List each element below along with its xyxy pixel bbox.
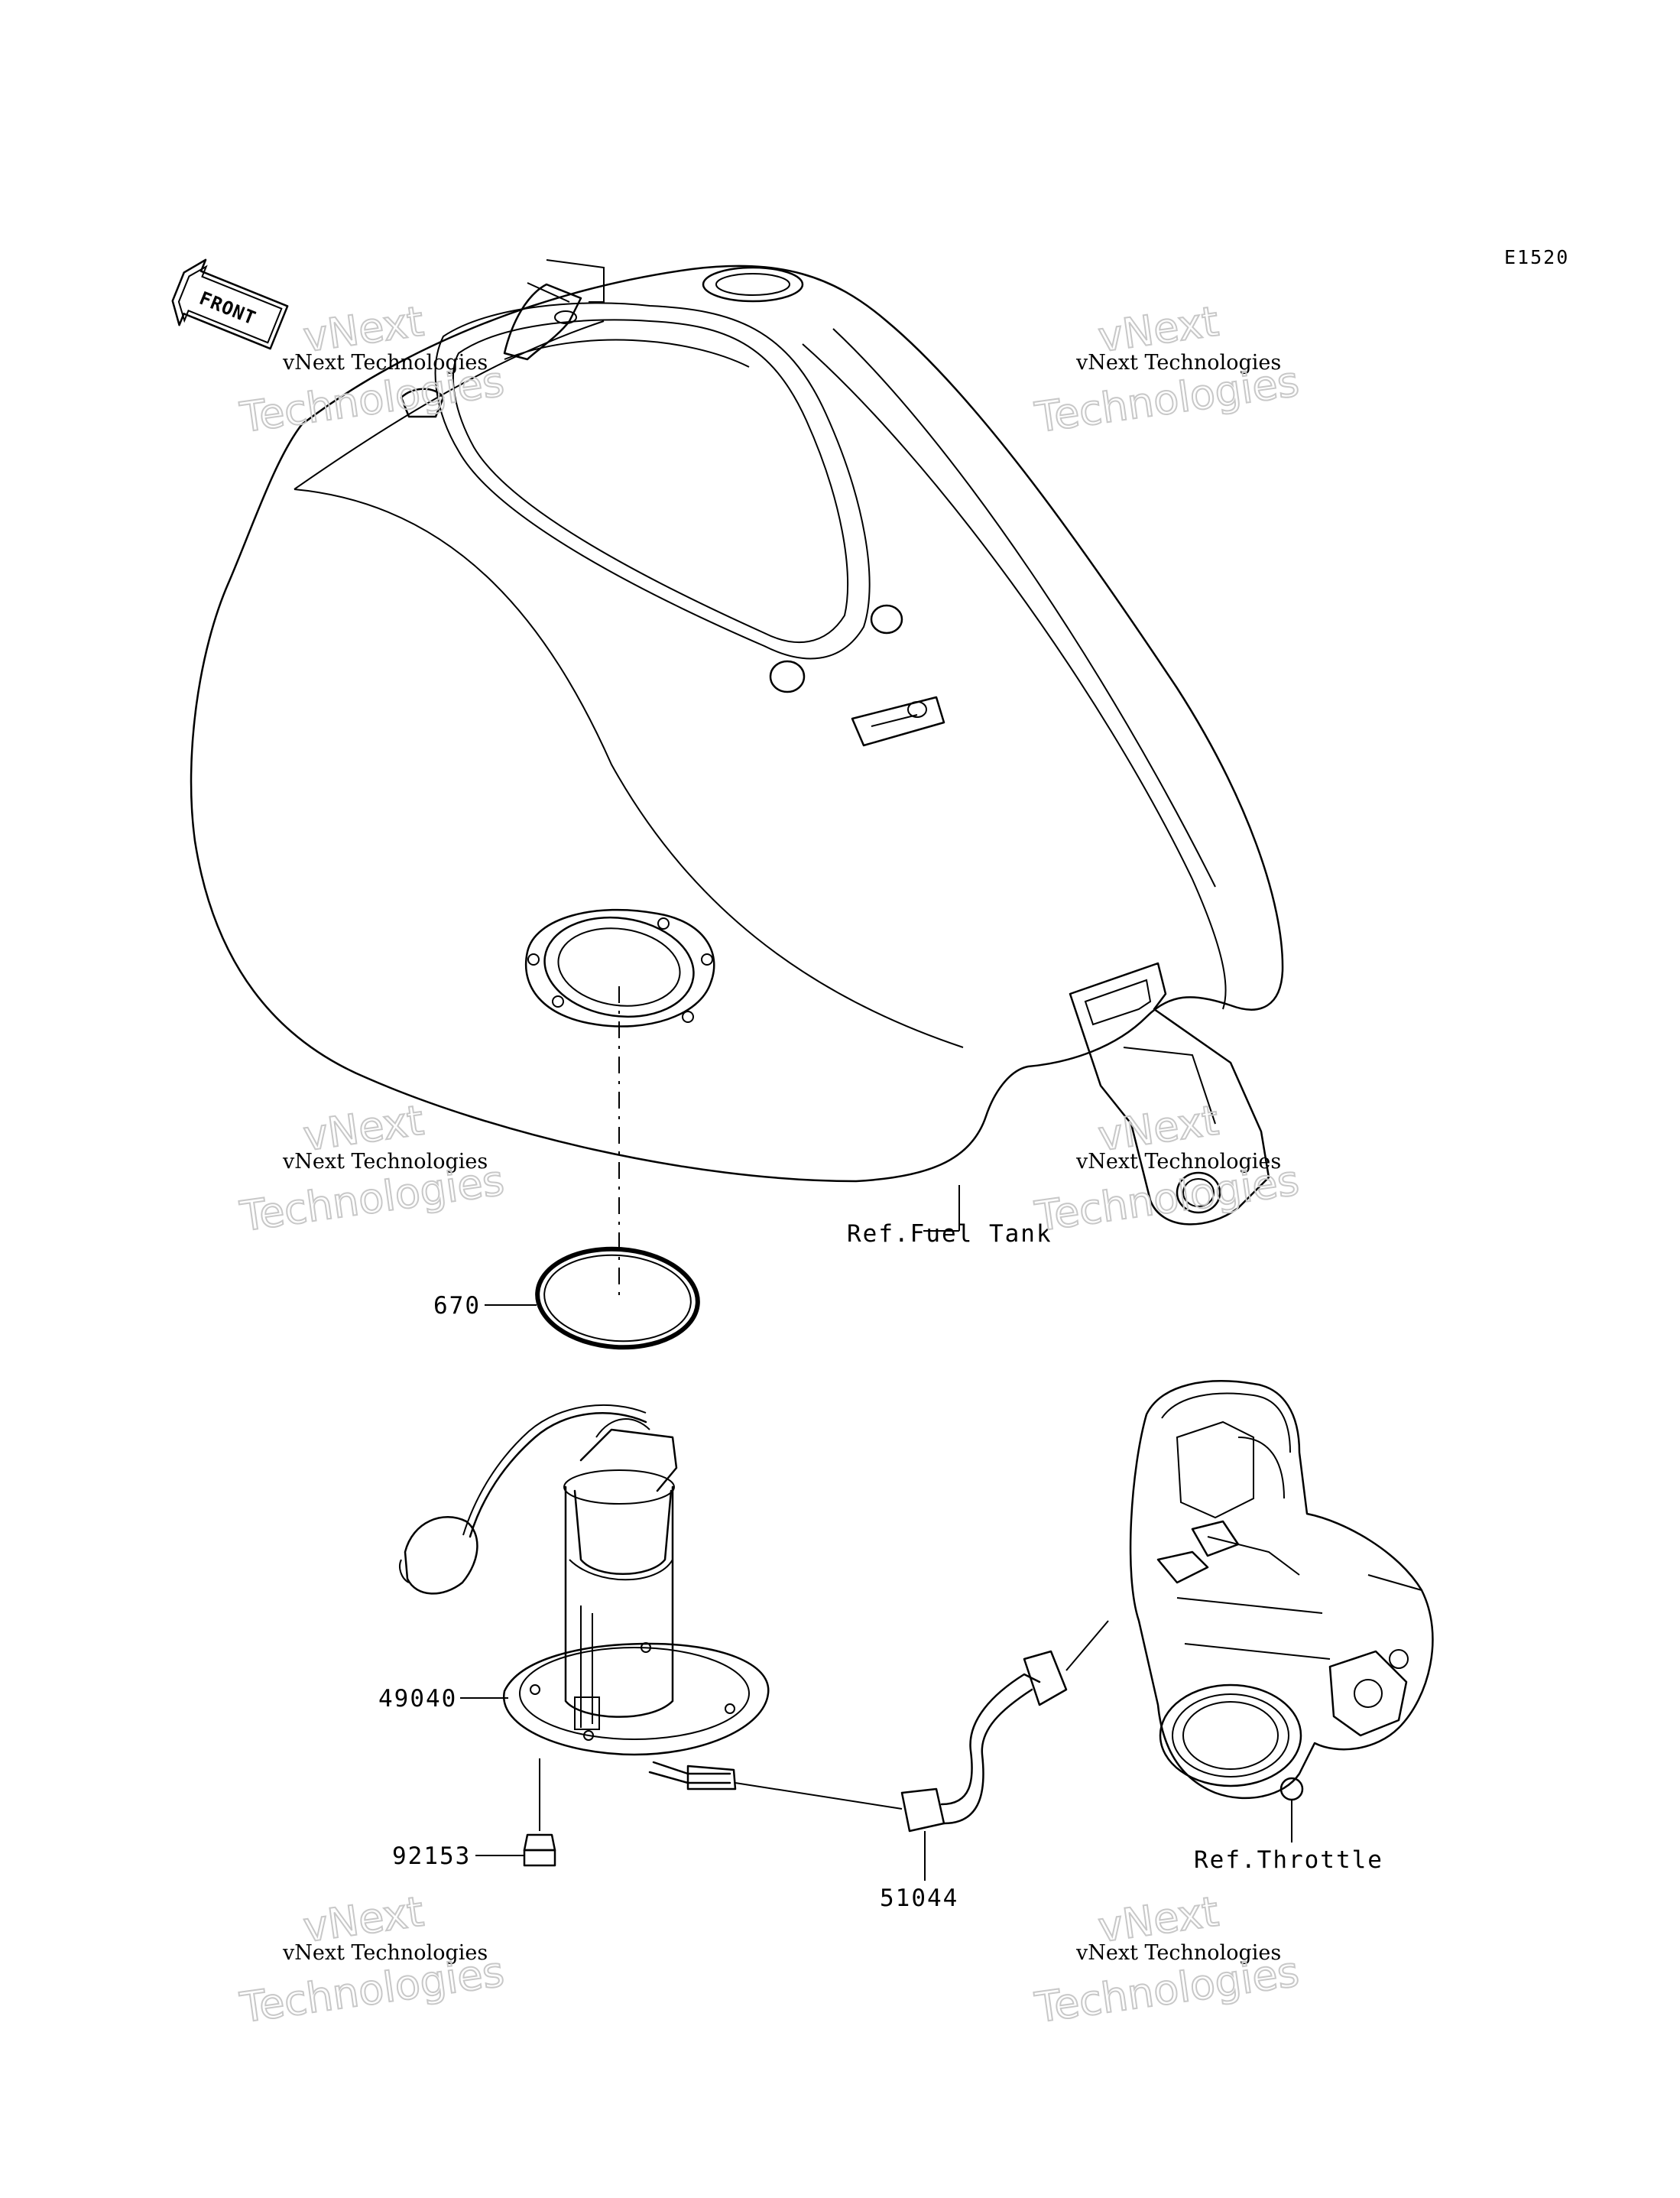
watermark-3: vNext Technologies vNext Technologies [236,1096,508,1242]
callout-670: 670 [433,1292,481,1320]
watermark-5: vNext Technologies vNext Technologies [236,1887,508,2033]
svg-text:vNext Technologies: vNext Technologies [1075,351,1281,375]
callout-49040: 49040 [378,1685,457,1713]
callout-ref-throttle: Ref.Throttle [1194,1846,1383,1874]
svg-text:vNext Technologies: vNext Technologies [282,1150,488,1174]
watermark-6: vNext Technologies vNext Technologies [1031,1887,1302,2033]
svg-text:vNext Technologies: vNext Technologies [1075,1150,1281,1174]
fuel-hose-51044 [735,1620,1109,1881]
fuel-tank-drawing [190,259,1284,1300]
callout-ref-fuel-tank: Ref.Fuel Tank [847,1220,1052,1248]
fuel-pump-drawing [399,1404,770,1791]
callout-92153: 92153 [392,1842,471,1870]
svg-text:vNext Technologies: vNext Technologies [282,1941,488,1965]
svg-text:vNext Technologies: vNext Technologies [282,351,488,375]
o-ring-670 [535,1246,700,1350]
front-arrow-icon: FRONT [171,258,289,350]
watermark-4: vNext Technologies vNext Technologies [1031,1096,1302,1242]
watermark-2: vNext Technologies vNext Technologies [1031,297,1302,443]
diagram-code: E1520 [1504,246,1569,268]
bolt-92153 [523,1758,556,1867]
callout-51044: 51044 [880,1885,958,1912]
svg-text:vNext Technologies: vNext Technologies [1075,1941,1281,1965]
throttle-body-drawing [1129,1380,1434,1842]
